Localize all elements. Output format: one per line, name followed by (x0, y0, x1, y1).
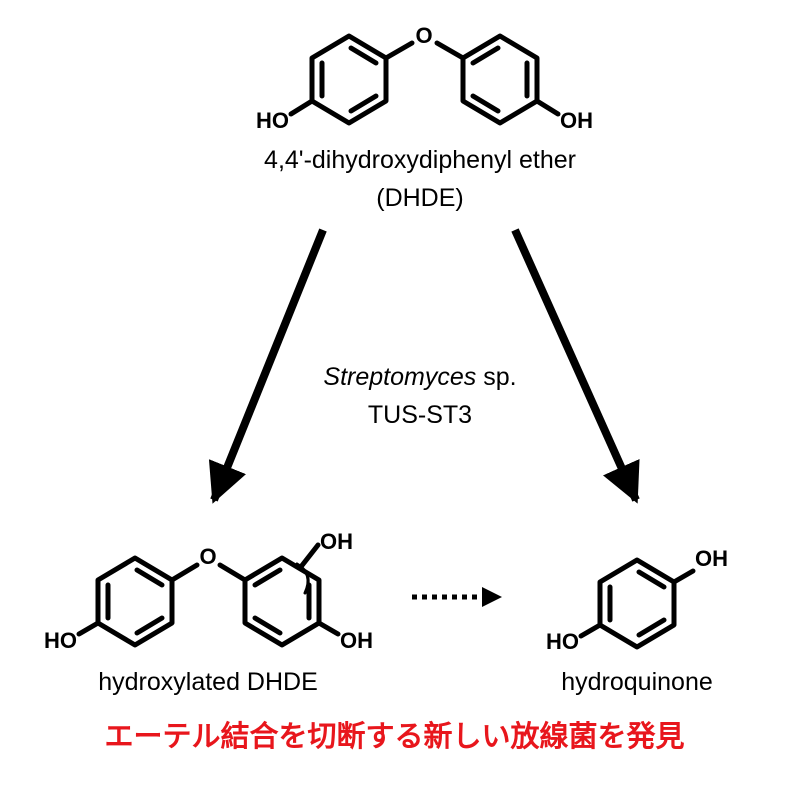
dhde-right-ring (460, 33, 540, 126)
dhde-hydroxyl-left: HO (256, 108, 289, 133)
hydroxylated-dhde-hydroxyl-top: OH (320, 529, 353, 554)
hydroxylated-dhde-oxygen: O (199, 544, 216, 569)
organism-strain: TUS-ST3 (368, 401, 472, 429)
hydroxylated-dhde-right-ring (242, 555, 322, 648)
hydroxylated-dhde-hydroxyl-bottom: OH (340, 628, 373, 653)
hydroquinone-name: hydroquinone (561, 668, 713, 696)
dhde-hydroxyl-right: OH (560, 108, 593, 133)
dhde-ether-bond-right (434, 40, 466, 61)
arrow-to-hydroquinone (511, 228, 640, 504)
hydroxylated-dhde-hydroxyl-left: HO (44, 628, 77, 653)
organism-suffix: sp. (476, 363, 516, 391)
dhde-oxygen: O (415, 23, 432, 48)
dhde-oh-bond-left (288, 98, 315, 117)
dhde-structure (288, 33, 561, 126)
dhde-oh-bond-right (534, 98, 561, 117)
hydroquinone-hydroxyl-left: HO (546, 629, 579, 654)
dhde-name: 4,4'-dihydroxydiphenyl ether (264, 146, 576, 174)
dhde-left-ring (309, 33, 389, 126)
hydroquinone-hydroxyl-right: OH (695, 546, 728, 571)
organism-genus: Streptomyces (323, 363, 476, 391)
discovery-banner: エーテル結合を切断する新しい放線菌を発見 (104, 719, 685, 753)
hydroquinone-oh-bond-right (671, 568, 696, 585)
hydroxylated-dhde-oh-bond-bottom (316, 620, 341, 637)
hydroquinone-ring (597, 557, 677, 650)
hydroxylated-dhde-oh-bond-left (76, 620, 101, 637)
arrow-to-hydroxylated-dhde (208, 228, 327, 504)
dhde-ether-bond-left (383, 40, 415, 61)
hydroxylated-dhde-structure (76, 542, 341, 648)
hydroquinone-structure (578, 557, 696, 650)
organism-name: Streptomyces sp. (323, 363, 516, 391)
hydroxylated-dhde-left-ring (95, 555, 175, 648)
hydroxylated-dhde-name: hydroxylated DHDE (98, 668, 318, 696)
hydroxylated-dhde-position-arc (295, 562, 310, 595)
dhde-abbreviation: (DHDE) (376, 184, 464, 212)
hydroxylated-dhde-ether-bond-right (217, 562, 248, 583)
hydroxylated-dhde-ether-bond-left (169, 562, 200, 583)
hydroxylated-dhde-oh-bond-top (297, 542, 321, 571)
hydroquinone-oh-bond-left (578, 622, 603, 639)
